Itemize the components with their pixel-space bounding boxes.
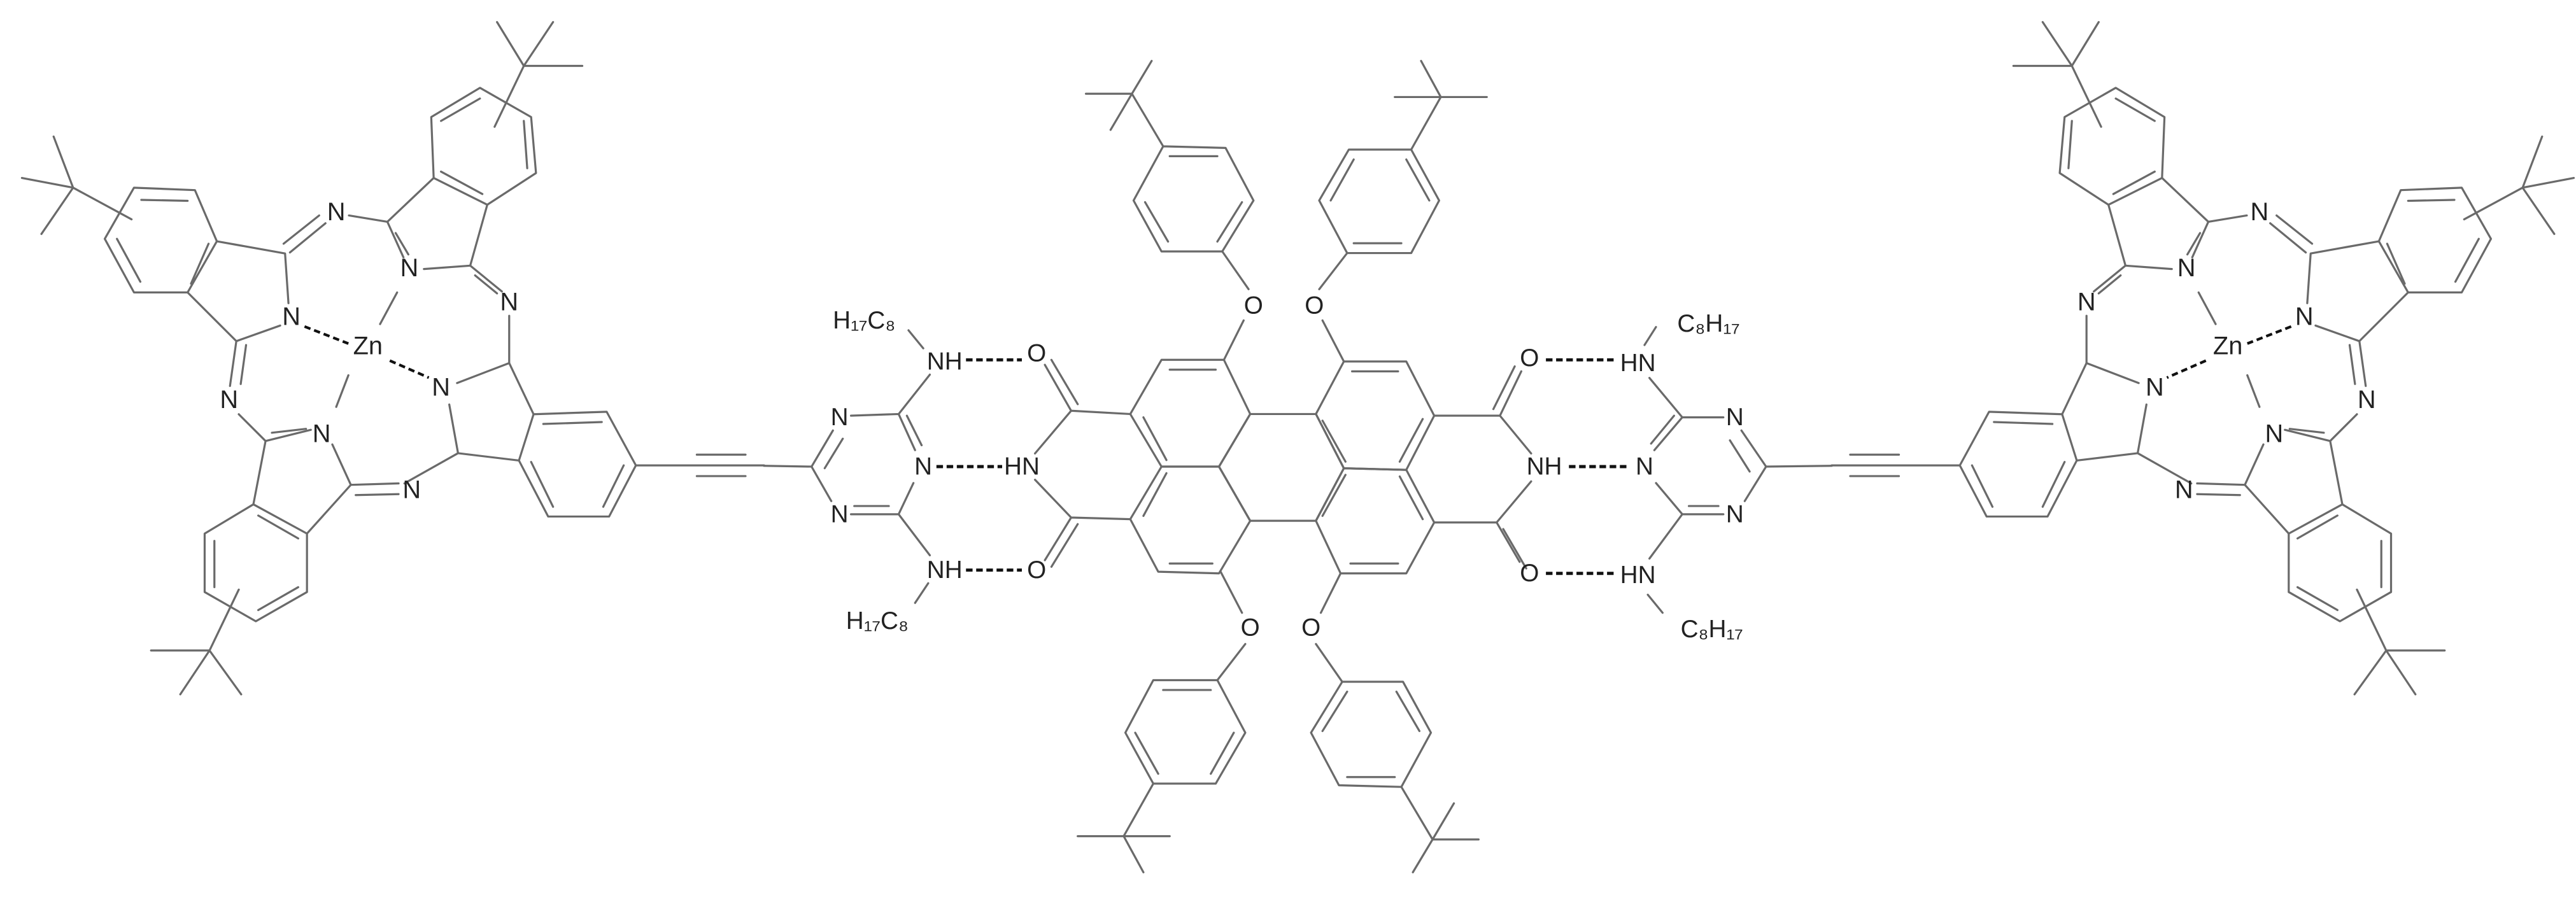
nitrogen-label: N [2265,419,2283,447]
nitrogen-label: N [2175,476,2193,504]
oxygen-label: O [1301,614,1320,641]
zinc-coordination-bond [304,325,349,345]
zinc-label: Zn [353,332,383,360]
perylene-double-bonds [1142,369,1424,565]
tert-butyl [2012,21,2102,128]
carbonyl-oxygen-label: O [1027,556,1046,584]
alkyne-linker-left [763,465,813,468]
alkyne-linker-right [1765,465,1833,468]
nitrogen-label: N [500,288,518,316]
phenoxy-top-left [1085,60,1255,361]
meso-bridge [229,340,267,442]
coordination-bond [335,291,399,408]
pyrrole-ring [2244,428,2344,535]
oxygen-label: O [1305,292,1324,320]
triazine-left-ring [810,329,931,604]
meso-bridge [469,264,511,364]
tert-butyl [2353,588,2446,696]
zinc-coordination-bond [2246,325,2292,345]
triazine-right: N N N HN HN C₈H₁₇ C₈H₁₇ [1620,310,1767,643]
pyrrole-ring [448,362,535,462]
meso-bridge [350,452,460,497]
alkyne [635,453,765,477]
nitrogen-label: N [2146,374,2164,402]
nitrogen-label: N [1726,404,1744,431]
nitrogen-label: N [327,198,346,226]
zinc-phthalocyanine-right: N N N N N N N N Zn [1830,21,2575,696]
imide-left [1034,358,1131,568]
oxygen-label: O [1244,292,1263,320]
nitrogen-label: N [1726,500,1744,528]
tert-butyl [20,135,133,236]
tert-butyl [2463,135,2575,236]
amine-nh-label: HN [1620,561,1656,589]
meso-bridge [282,214,389,254]
nitrogen-label: N [220,386,238,414]
zinc-coordination-bond [2166,359,2207,379]
benzo-ring [518,411,637,518]
perylene-bisimide-core: O O O O O O O O HN NH [1004,60,1562,873]
nitrogen-label: N [313,419,331,447]
benzo-ring [430,87,537,206]
octyl-label: C₈H₁₇ [1681,616,1743,643]
nitrogen-label: N [2251,198,2269,226]
meso-bridge [2136,452,2246,497]
benzo-ring [2058,87,2166,206]
tert-butyl [493,21,584,128]
nitrogen-label: N [2358,386,2376,414]
meso-bridge [2329,340,2367,442]
alkyne [1830,453,1961,477]
phenoxy-top-right [1318,60,1488,363]
perylene-ring-bottom-left [1129,465,1252,575]
meso-bridge [2207,214,2314,254]
benzo-ring [2288,503,2393,623]
octyl-label: H₁₇C₈ [833,307,895,334]
pyrrole-ring [252,428,352,535]
amine-nh-label: HN [1620,349,1656,377]
nitrogen-label: N [1636,453,1653,481]
benzo-ring [2377,187,2493,293]
phenoxy-bottom-right [1310,572,1480,873]
zinc-label: Zn [2213,332,2242,360]
triazine-left: N N N NH NH H₁₇C₈ H₁₇C₈ [810,307,963,635]
carbonyl-oxygen-label: O [1520,560,1539,587]
perylene-ring-top-left [1129,358,1252,468]
nitrogen-label: N [914,453,932,481]
nitrogen-label: N [402,476,421,504]
oxygen-label: O [1241,614,1260,641]
imide-right [1433,365,1532,570]
benzo-ring [1958,411,2078,518]
imide-nh-left-label: HN [1004,453,1040,481]
benzo-ring [203,503,308,623]
nitrogen-label: N [2295,303,2314,331]
phenoxy-bottom-left [1077,570,1247,873]
amine-nh-label: NH [927,556,963,584]
benzo-ring [103,187,218,293]
tert-butylphenoxy-groups-top [1085,60,1488,363]
tert-butylphenoxy-groups-bottom [1077,570,1480,873]
nitrogen-label: N [282,303,301,331]
nitrogen-label: N [400,254,419,282]
carbonyl-oxygen-label: O [1520,344,1539,372]
nitrogen-label: N [2077,288,2096,316]
nitrogen-label: N [432,374,450,402]
nitrogen-label: N [831,404,849,431]
tert-butyl [150,588,243,696]
zinc-coordination-bond [389,359,430,379]
octyl-label: C₈H₁₇ [1677,310,1739,337]
coordination-bond [2197,291,2261,408]
imide-nh-right-label: NH [1527,453,1562,481]
amine-nh-label: NH [927,348,963,375]
carbonyl-oxygen-label: O [1027,339,1046,367]
nitrogen-label: N [831,500,849,528]
octyl-label: H₁₇C₈ [846,607,909,635]
perylene-ring-top-right [1315,360,1436,471]
zinc-phthalocyanine-left: N N N N N N N N Zn [20,21,765,696]
nitrogen-label: N [2177,254,2196,282]
meso-bridge [2085,264,2127,364]
triazine-right-ring [1643,326,1767,614]
perylene-ring-bottom-right [1315,467,1436,575]
pyrrole-ring [2061,362,2148,462]
